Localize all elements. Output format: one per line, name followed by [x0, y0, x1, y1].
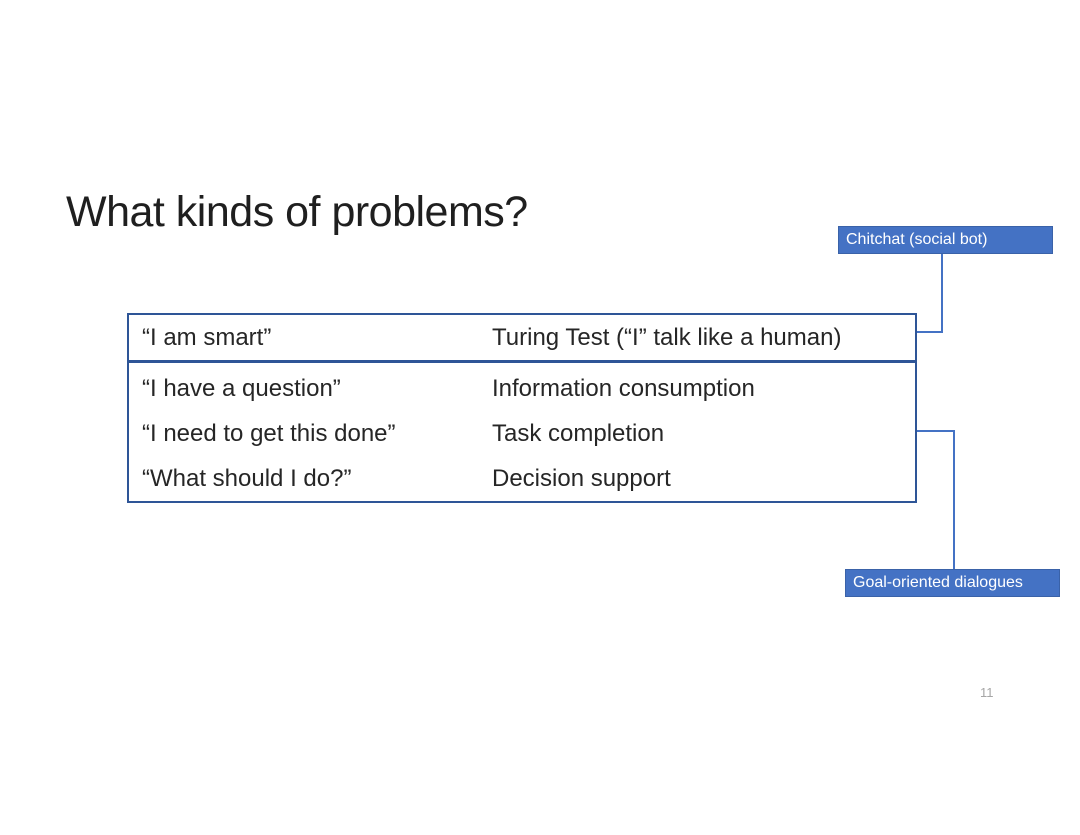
connector-goal-horizontal	[917, 430, 955, 432]
callout-chitchat-label: Chitchat (social bot)	[846, 231, 988, 248]
callout-goal-label: Goal-oriented dialogues	[853, 574, 1023, 591]
quote-what-should-i-do: “What should I do?”	[142, 464, 352, 492]
quote-i-have-a-question: “I have a question”	[142, 374, 341, 402]
table-rows-goal-oriented: “I have a question” Information consumpt…	[129, 363, 915, 501]
callout-chitchat-social-bot: Chitchat (social bot)	[838, 226, 1053, 254]
quote-i-am-smart: “I am smart”	[142, 323, 272, 351]
category-turing-test: Turing Test (“I” talk like a human)	[492, 323, 842, 351]
page-number: 11	[980, 685, 994, 700]
category-decision-support: Decision support	[492, 464, 671, 492]
table-row-turing: “I am smart” Turing Test (“I” talk like …	[129, 315, 915, 363]
connector-goal-vertical	[953, 430, 955, 569]
connector-chitchat-vertical	[941, 254, 943, 333]
category-information-consumption: Information consumption	[492, 374, 755, 402]
callout-goal-oriented-dialogues: Goal-oriented dialogues	[845, 569, 1060, 597]
category-task-completion: Task completion	[492, 419, 665, 447]
quote-i-need-to-get-this-done: “I need to get this done”	[142, 419, 396, 447]
slide-title: What kinds of problems?	[66, 188, 528, 236]
connector-chitchat-horizontal	[917, 331, 943, 333]
problems-table: “I am smart” Turing Test (“I” talk like …	[127, 313, 917, 503]
